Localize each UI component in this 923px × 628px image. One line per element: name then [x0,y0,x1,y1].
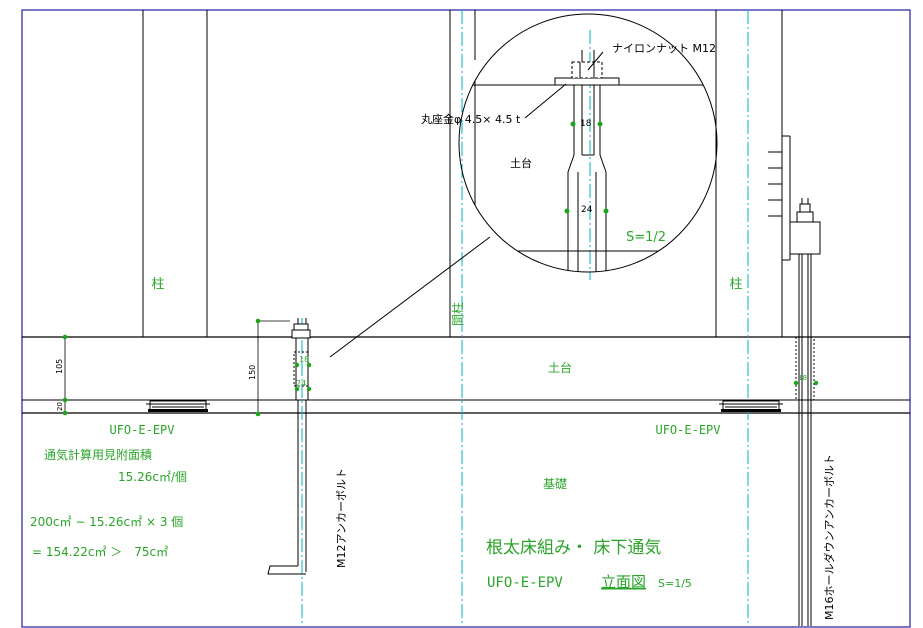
pillar-label-left: 柱 [151,277,164,292]
title-main: 根太床組み・ 床下通気 [486,538,661,558]
dim-20-label: 20 [56,402,64,411]
title-view: 立面図 [601,573,646,591]
detail-circle [458,13,718,273]
calc-per-unit: 15.26c㎡/個 [118,470,187,484]
small-dimension-dots [294,362,312,392]
detail-dim-24: 24 [581,205,593,215]
detail-washer-label: 丸座金φ 4.5× 4.5 t [421,112,521,126]
vent-label-right: UFO-E-EPV [655,423,720,437]
detail-nut-label: ナイロンナット M12 [612,42,716,55]
vent-unit-right [719,400,783,412]
vent-label-left: UFO-E-EPV [109,423,174,437]
dim-150 [255,318,290,417]
sill-beam [22,336,910,414]
pillar-label-right: 柱 [729,277,742,292]
dim-18-right: 18 [798,374,807,382]
calc-title: 通気計算用見附面積 [44,447,152,462]
m16-holddown-anchor [768,135,821,626]
nut-leader [587,51,604,71]
foundation-label: 基礎 [543,477,567,491]
calc-formula: 200c㎡ − 15.26c㎡ × 3 個 [30,515,183,529]
detail-dim-18: 18 [580,119,592,129]
dim-18-main: 18 [299,355,309,364]
detail-scale-label: S=1/2 [626,230,666,245]
m12-anchor-label: M12アンカーボルト [335,468,348,568]
dim-105-label: 105 [55,359,64,374]
washer-leader [524,83,567,119]
detail-leader-line [329,236,491,358]
m16-anchor-label: M16ホールダウンアンカーボルト [822,454,836,620]
drawing-border [21,9,911,628]
stud-label: 間柱 [450,302,465,326]
dim-150-label: 150 [248,365,257,380]
vent-unit-left [146,400,210,412]
sill-label: 土台 [548,360,572,375]
posts [142,10,783,337]
title-scale: S=1/5 [658,577,692,590]
dim-105-20 [62,334,68,416]
calc-result: = 154.22c㎡ ＞ 75c㎡ [32,545,168,559]
detail-sill-label: 土台 [510,156,532,170]
title-product: UFO-E-EPV [487,575,563,591]
dim-24-main: 24 [296,379,306,388]
center-lines [301,10,749,626]
